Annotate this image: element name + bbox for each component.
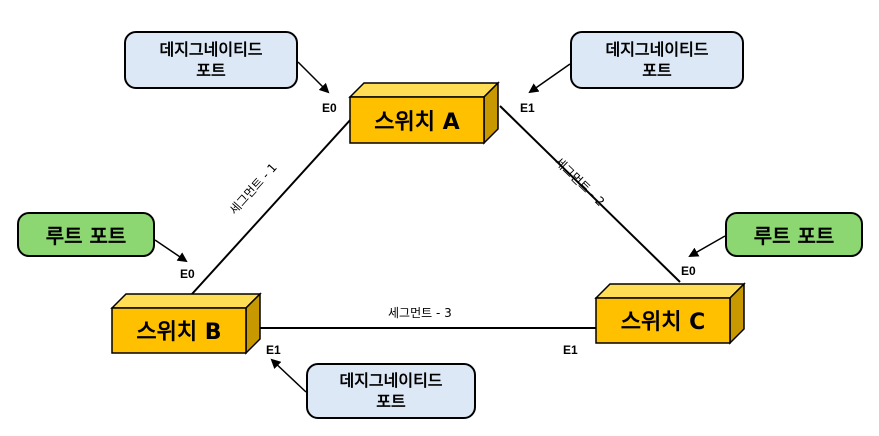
switch-a-front xyxy=(349,96,485,144)
arrow-designated-a-right xyxy=(528,63,571,94)
segment-1-link xyxy=(191,117,353,295)
switch-b: 스위치 B xyxy=(110,292,262,355)
port-b-e1: E1 xyxy=(266,343,281,357)
designated-port-callout-a-left: 데지그네이티드 포트 xyxy=(124,31,298,89)
segment-3-label: 세그먼트 - 3 xyxy=(388,306,452,320)
port-a-e0: E0 xyxy=(322,101,337,115)
arrow-root-c xyxy=(688,235,726,257)
switch-a-top xyxy=(348,82,500,98)
switch-c-label: 스위치 C xyxy=(621,310,706,335)
switch-b-label: 스위치 B xyxy=(136,320,221,345)
arrow-designated-b xyxy=(270,358,307,393)
port-c-e0: E0 xyxy=(681,264,696,278)
switch-a: 스위치 A xyxy=(348,81,500,145)
switch-c-top xyxy=(594,283,746,299)
root-port-callout-c: 루트 포트 xyxy=(725,212,863,257)
designated-port-callout-b: 데지그네이티드 포트 xyxy=(306,363,476,419)
arrow-designated-a-left xyxy=(297,61,330,94)
arrow-root-b xyxy=(154,239,188,263)
root-port-callout-b: 루트 포트 xyxy=(17,212,155,257)
port-a-e1: E1 xyxy=(520,101,535,115)
designated-port-callout-a-right: 데지그네이티드 포트 xyxy=(570,31,744,89)
switch-b-front xyxy=(111,307,247,354)
switch-a-label: 스위치 A xyxy=(374,110,459,135)
segment-2-link xyxy=(499,105,681,283)
port-b-e0: E0 xyxy=(180,267,195,281)
switch-c-front xyxy=(595,297,731,344)
switch-b-top xyxy=(110,293,262,309)
switch-c: 스위치 C xyxy=(594,282,746,345)
port-c-e1: E1 xyxy=(563,343,578,357)
